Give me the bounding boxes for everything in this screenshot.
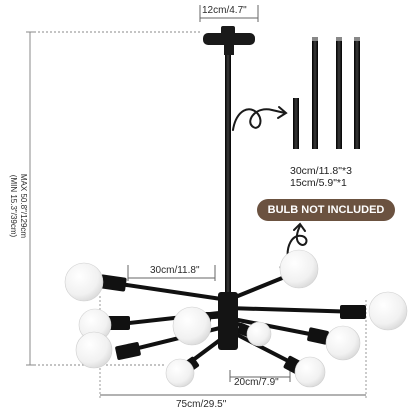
short-arm-length-label: 20cm/7.9" xyxy=(234,377,279,388)
canopy-width-dimension xyxy=(199,5,259,22)
height-label: MAX 50.8"/129cm (MIN 15.3"/39cm) xyxy=(9,136,28,276)
canopy xyxy=(203,26,255,55)
center-hub xyxy=(218,292,238,350)
bulb-not-included-badge: BULB NOT INCLUDED xyxy=(257,199,395,221)
canopy-width-label: 12cm/4.7" xyxy=(202,5,247,16)
bulb-not-included-text: BULB NOT INCLUDED xyxy=(267,204,385,216)
pointer-arrow-rods xyxy=(232,106,288,131)
short-arm-dimension xyxy=(229,370,291,382)
height-dimension xyxy=(26,31,200,366)
pointer-arrow-bulb xyxy=(286,222,308,261)
long-rod-label: 30cm/11.8"*3 xyxy=(290,165,352,177)
max-height-text: MAX 50.8"/129cm xyxy=(19,173,28,239)
short-rod-label: 15cm/5.9"*1 xyxy=(290,177,347,189)
spare-rods xyxy=(293,37,360,149)
total-width-label: 75cm/29.5" xyxy=(176,399,227,410)
bulbs xyxy=(64,249,408,388)
chandelier-arms xyxy=(118,270,362,368)
min-height-text: (MIN 15.3"/39cm) xyxy=(9,174,19,238)
downrod xyxy=(225,55,231,295)
arm-length-label: 30cm/11.8" xyxy=(150,265,200,276)
arm-dimension xyxy=(127,265,216,281)
